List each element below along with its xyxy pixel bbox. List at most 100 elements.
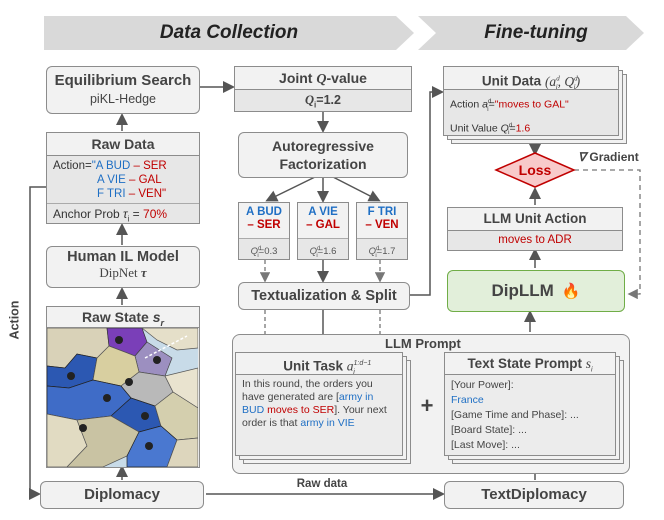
unit-data-value-label: Unit Value: [450, 122, 498, 135]
unit-task-moves: moves to SER: [267, 404, 335, 416]
unit-data-title: Unit Data (adi, Qdi): [444, 67, 618, 92]
llm-unit-action-box: LLM Unit Action moves to ADR: [447, 207, 623, 251]
textualization-title: Textualization & Split: [251, 288, 397, 304]
unit-task-bracket-open: [: [336, 391, 339, 403]
raw-state-sym: s: [152, 309, 161, 325]
unit-task-text2-blue: army in VIE: [300, 417, 355, 429]
unit-task-sym: a: [346, 358, 354, 374]
human-il-sym: τ: [140, 265, 147, 280]
unit-task-body: In this round, the orders you have gener…: [236, 375, 402, 430]
anchor-sym: τ: [123, 207, 128, 221]
unit-data-value-sym: Q: [500, 122, 509, 135]
unit-data-value-sub: i: [508, 130, 510, 137]
unit-data-box: Unit Data (adi, Qdi) Action adi="moves t…: [443, 66, 619, 136]
text-state-body: [Your Power]: France [Game Time and Phas…: [445, 375, 615, 453]
raw-state-box: Raw State sr: [46, 306, 200, 468]
data-collection-banner: Data Collection: [159, 22, 299, 43]
text-state-sub: i: [591, 366, 593, 374]
equilibrium-sub: piKL-Hedge: [89, 92, 156, 106]
unit-box-1: A BUD– SER Qdi=0.3: [238, 202, 290, 260]
flame-icon: 🔥: [561, 283, 581, 300]
raw-state-label: Raw State: [81, 309, 149, 325]
unit-3-q-val: =1.7: [376, 246, 396, 258]
llm-unit-action-value: moves to ADR: [498, 234, 572, 246]
unit-data-action-label: Action: [450, 98, 480, 111]
llm-unit-action-title: LLM Unit Action: [448, 208, 622, 231]
gradient-text: Gradient: [589, 150, 639, 164]
raw-action-target: SER: [143, 160, 167, 172]
joint-q-pre: Joint: [279, 70, 313, 86]
action-label-wrap: Action: [2, 295, 26, 345]
unit-task-army: army in BUD: [242, 391, 374, 416]
unit-1-q-val: =0.3: [258, 246, 278, 258]
unit-data-action-value: "moves to GAL": [494, 98, 569, 111]
anchor-prob: Anchor Prob τi = 70%: [47, 203, 199, 226]
llm-prompt-label: LLM Prompt: [385, 336, 461, 351]
raw-data-box: Raw Data Action="A BUD – SER A VIE – GAL…: [46, 132, 200, 224]
unit-task-text1: In this round, the orders you have gener…: [242, 378, 373, 403]
raw-action-unit: "A BUD: [91, 160, 131, 172]
unit-2-q-sym: Q: [309, 246, 317, 258]
text-state-title: Text State Prompt si: [445, 353, 615, 375]
text-state-line: [Last Move]: ...: [451, 439, 520, 451]
unit-2-q: Qdi=1.6: [298, 238, 348, 259]
text-state-line: [Your Power]:: [451, 379, 514, 391]
joint-q-box: Joint Q-value Qi=1.2: [234, 66, 412, 112]
text-state-line: [Board State]: ...: [451, 424, 527, 436]
dipllm-title: DipLLM: [491, 281, 554, 300]
unit-data-sub-q: i: [573, 83, 576, 92]
joint-q-value-sym: Q: [305, 93, 315, 107]
unit-data-action-sup: d: [487, 99, 492, 105]
joint-q-title: Joint Q-value: [235, 67, 411, 90]
unit-box-2: A VIE– GAL Qdi=1.6: [297, 202, 349, 260]
arrow-auto-to-unit1: [265, 176, 316, 202]
anchor-label: Anchor Prob: [53, 207, 120, 221]
unit-data-math-a: (a: [544, 73, 557, 89]
unit-data-sup-a: d: [556, 74, 560, 82]
arrow-auto-to-unit3: [332, 176, 381, 202]
raw-state-sub: r: [160, 317, 165, 328]
unit-task-box: Unit Task a1:d−1i In this round, the ord…: [235, 352, 403, 456]
anchor-sub: i: [127, 214, 130, 224]
raw-action-target: GAL: [138, 174, 162, 186]
unit-task-sub: i: [353, 369, 355, 377]
unit-data-sup-q: d: [574, 74, 578, 82]
text-state-title-text: Text State Prompt: [467, 356, 582, 371]
unit-3-q: Qdi=1.7: [357, 238, 407, 259]
anchor-eq: =: [132, 207, 140, 221]
arrow-text-to-unitdata: [410, 86, 444, 296]
unit-data-sub-a: i: [555, 83, 558, 92]
gradient-sym: ∇: [578, 150, 587, 164]
autoregressive-line1: Autoregressive: [272, 138, 374, 154]
unit-1-move: – SER: [247, 219, 281, 231]
autoregressive-line2: Factorization: [279, 156, 367, 172]
unit-2-move: – GAL: [306, 219, 340, 231]
autoregressive-box: Autoregressive Factorization: [238, 132, 408, 178]
unit-3-move: – VEN: [365, 219, 399, 231]
human-il-sub-text: DipNet: [99, 265, 138, 280]
dipllm-box: DipLLM 🔥: [447, 270, 625, 312]
unit-1-q-sym: Q: [250, 246, 258, 258]
action-side-label: Action: [7, 300, 22, 340]
unit-1-name: A BUD: [246, 206, 282, 218]
text-state-line: France: [451, 394, 484, 406]
human-il-title: Human IL Model: [67, 249, 179, 265]
diplomacy-box: Diplomacy: [40, 481, 204, 509]
human-il-box: Human IL Model DipNet τ: [46, 246, 200, 288]
diplomacy-title: Diplomacy: [84, 486, 160, 503]
raw-action-dash: –: [128, 174, 136, 186]
diplomacy-map: [47, 328, 198, 467]
unit-task-sup: 1:d−1: [353, 360, 372, 367]
unit-2-name: A VIE: [308, 206, 338, 218]
text-diplomacy-box: TextDiplomacy: [444, 481, 624, 509]
joint-q-sym: Q: [316, 72, 327, 87]
equilibrium-search-box: Equilibrium Search piKL-Hedge: [46, 66, 200, 114]
unit-data-math-q: , Q: [557, 73, 575, 89]
joint-q-value-text: =1.2: [316, 93, 341, 107]
raw-action-unit: A VIE: [97, 174, 126, 186]
text-state-box: Text State Prompt si [Your Power]: Franc…: [444, 352, 616, 456]
unit-3-q-sup: d: [375, 246, 380, 252]
unit-data-value-eq: =: [509, 122, 516, 135]
joint-q-value-sub: i: [314, 100, 317, 110]
unit-data-action-eq: =: [488, 98, 495, 111]
